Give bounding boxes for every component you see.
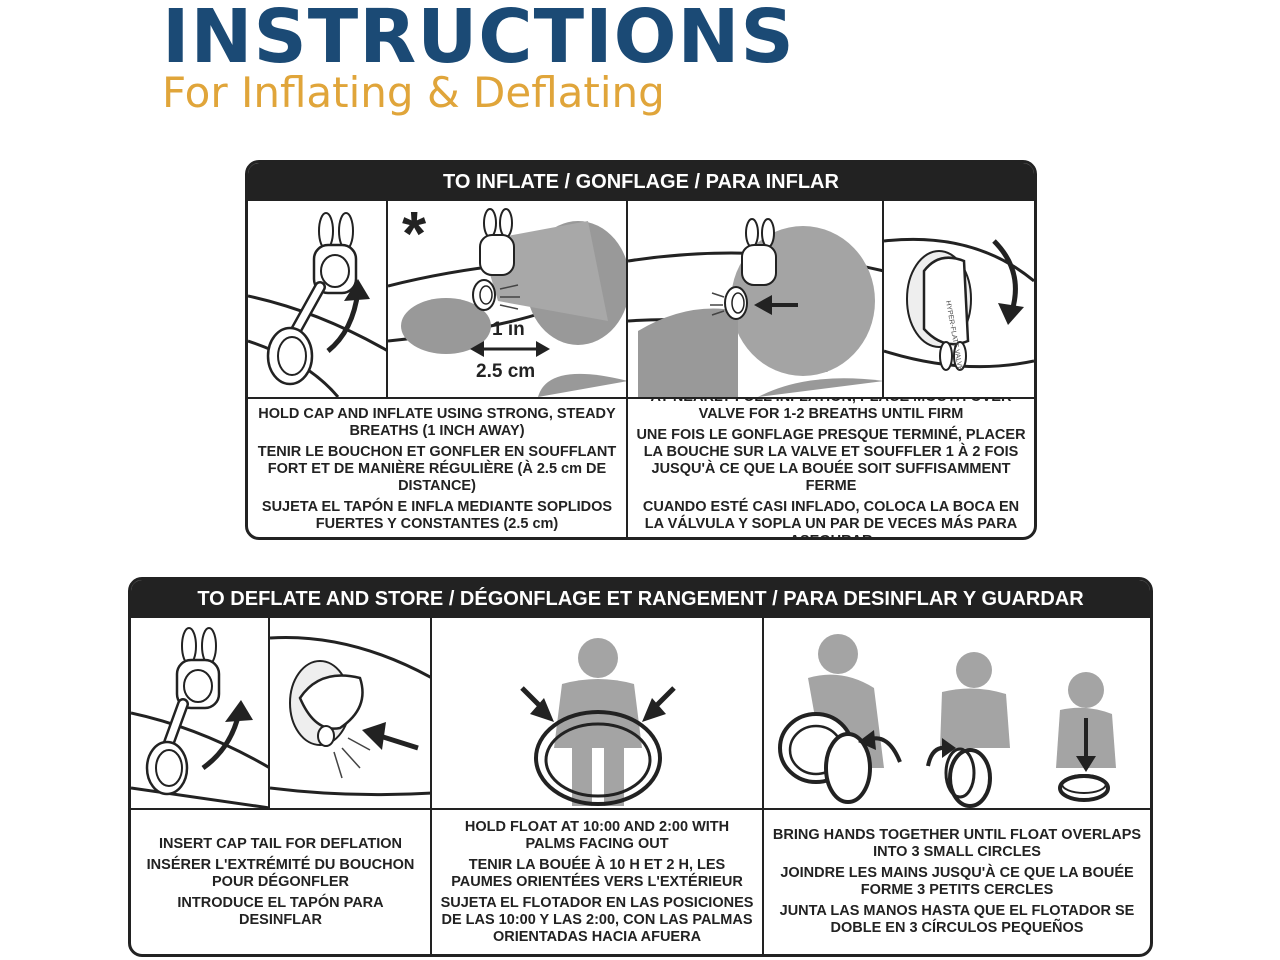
deflate-illustrations [131, 618, 1150, 810]
caption-en: INSERT CAP TAIL FOR DEFLATION [159, 836, 402, 853]
caption-es: INTRODUCE EL TAPÓN PARA DESINFLAR [139, 895, 422, 929]
caption-fr: INSÉRER L'EXTRÉMITÉ DU BOUCHON POUR DÉGO… [139, 857, 422, 891]
deflate-captions: INSERT CAP TAIL FOR DEFLATION INSÉRER L'… [131, 810, 1150, 954]
caption-es: JUNTA LAS MANOS HASTA QUE EL FLOTADOR SE… [772, 903, 1142, 937]
caption-es: SUJETA EL FLOTADOR EN LAS POSICIONES DE … [440, 895, 754, 946]
deflate-panel: TO DEFLATE AND STORE / DÉGONFLAGE ET RAN… [128, 577, 1153, 957]
deflate-header: TO DEFLATE AND STORE / DÉGONFLAGE ET RAN… [131, 580, 1150, 618]
close-cap-illustration: HYPER-FLATE VALVE [884, 201, 1034, 397]
deflate-step-insert-tail [270, 618, 432, 808]
caption-es: CUANDO ESTÉ CASI INFLADO, COLOCA LA BOCA… [636, 499, 1026, 540]
caption-en: BRING HANDS TOGETHER UNTIL FLOAT OVERLAP… [772, 827, 1142, 861]
inflate-caption-2: AT NEARLY FULL INFLATION, PLACE MOUTH OV… [628, 399, 1034, 539]
caption-en: HOLD CAP AND INFLATE USING STRONG, STEAD… [256, 406, 618, 440]
fold-circles-illustration [764, 618, 1150, 808]
mouth-valve-illustration [628, 201, 884, 397]
inflate-panel: TO INFLATE / GONFLAGE / PARA INFLAR [245, 160, 1037, 540]
deflate-step-hold-float [432, 618, 764, 808]
page-subtitle: For Inflating & Deflating [162, 68, 665, 117]
inflate-step-open-cap [248, 201, 388, 397]
caption-es: SUJETA EL TAPÓN E INFLA MEDIANTE SOPLIDO… [256, 499, 618, 533]
deflate-step-fold-circles [764, 618, 1150, 808]
inflate-header: TO INFLATE / GONFLAGE / PARA INFLAR [248, 163, 1034, 201]
inflate-captions: HOLD CAP AND INFLATE USING STRONG, STEAD… [248, 399, 1034, 539]
insert-tail-illustration [270, 618, 432, 808]
caption-fr: TENIR LE BOUCHON ET GONFLER EN SOUFFLANT… [256, 444, 618, 495]
inflate-caption-1: HOLD CAP AND INFLATE USING STRONG, STEAD… [248, 399, 628, 539]
caption-fr: JOINDRE LES MAINS JUSQU'À CE QUE LA BOUÉ… [772, 865, 1142, 899]
inflate-illustrations: * 1 in 2.5 cm [248, 201, 1034, 399]
deflate-caption-3: BRING HANDS TOGETHER UNTIL FLOAT OVERLAP… [764, 810, 1150, 954]
hold-float-illustration [432, 618, 764, 808]
measure-cm-label: 2.5 cm [476, 361, 535, 383]
inflate-step-mouth-on-valve [628, 201, 884, 397]
open-cap-illustration [248, 201, 388, 397]
inflate-step-close-cap: HYPER-FLATE VALVE [884, 201, 1034, 397]
caption-en: HOLD FLOAT AT 10:00 AND 2:00 WITH PALMS … [440, 819, 754, 853]
inflate-step-blow: * 1 in 2.5 cm [388, 201, 628, 397]
caption-fr: TENIR LA BOUÉE À 10 H ET 2 H, LES PAUMES… [440, 857, 754, 891]
deflate-caption-2: HOLD FLOAT AT 10:00 AND 2:00 WITH PALMS … [432, 810, 764, 954]
deflate-step-open-cap [131, 618, 270, 808]
caption-fr: UNE FOIS LE GONFLAGE PRESQUE TERMINÉ, PL… [636, 427, 1026, 495]
asterisk-icon: * [402, 201, 426, 270]
deflate-caption-1: INSERT CAP TAIL FOR DEFLATION INSÉRER L'… [131, 810, 432, 954]
measure-inch-label: 1 in [492, 319, 525, 341]
open-cap-illustration [131, 618, 270, 808]
caption-en: AT NEARLY FULL INFLATION, PLACE MOUTH OV… [636, 399, 1026, 423]
